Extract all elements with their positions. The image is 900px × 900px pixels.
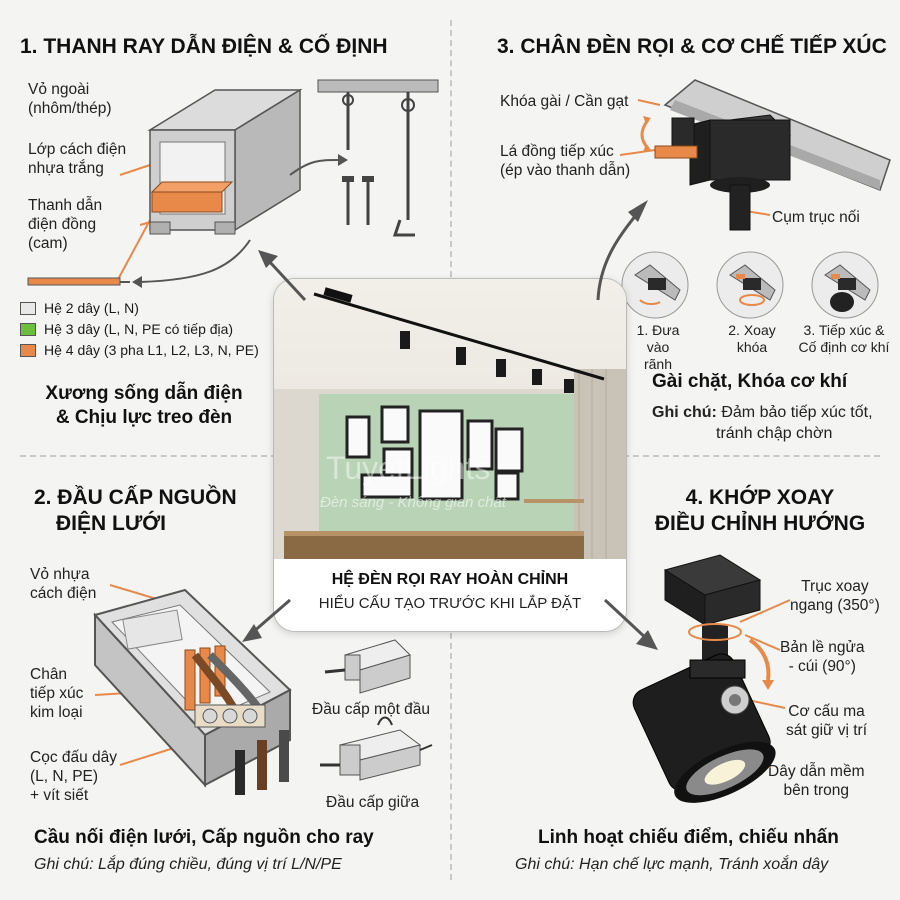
watermark-tagline: Đèn sáng - Không gian chất: [320, 494, 507, 511]
label-center-feed: Đầu cấp giữa: [326, 794, 420, 811]
adapter-illustration: [619, 79, 891, 231]
step-3-label: 3. Tiếp xúc &Cố định cơ khí: [798, 322, 890, 355]
legend-4-wire: Hệ 4 dây (3 pha L1, L2, L3, N, PE): [20, 342, 259, 358]
spotlight-joint-illustration: [632, 554, 791, 803]
watermark-logo: TuyetLights: [326, 450, 490, 486]
legend-2-wire: Hệ 2 dây (L, N): [20, 300, 139, 316]
center-caption-subtitle: HIỂU CẤU TẠO TRƯỚC KHI LẮP ĐẶT: [318, 595, 582, 612]
center-photo-card: TuyetLights Đèn sáng - Không gian chất H…: [273, 278, 627, 632]
section-1-summary: Xương sống dẫn điện& Chịu lực treo đèn: [45, 383, 243, 428]
ceiling-mount-hardware: [317, 79, 439, 237]
section-2-note: Ghi chú: Lắp đúng chiều, đúng vị trí L/N…: [34, 856, 342, 873]
legend-swatch: [20, 301, 36, 315]
legend-swatch: [20, 322, 36, 336]
step-2-circle: [716, 251, 784, 319]
track-spotlights: [400, 331, 574, 393]
section-2-title: 2. ĐẦU CẤP NGUỒN ĐIỆN LƯỚI: [34, 486, 237, 535]
label-copper-contact: Lá đồng tiếp xúc(ép vào thanh dẫn): [500, 143, 631, 179]
section-3-title: 3. CHÂN ĐÈN RỌI & CƠ CHẾ TIẾP XÚC: [497, 35, 887, 58]
center-caption-title: HỆ ĐÈN RỌI RAY HOÀN CHỈNH: [331, 571, 569, 588]
center-caption: HỆ ĐÈN RỌI RAY HOÀN CHỈNH HIỂU CẤU TẠO T…: [274, 559, 626, 631]
label-end-feed: Đầu cấp một đầu: [312, 701, 431, 718]
section-2-summary: Cầu nối điện lưới, Cấp nguồn cho ray: [34, 827, 374, 848]
section-4-summary: Linh hoạt chiếu điểm, chiếu nhấn: [538, 827, 839, 848]
rail-profile: [147, 88, 303, 235]
section-1-title: 1. THANH RAY DẪN ĐIỆN & CỐ ĐỊNH: [20, 35, 388, 58]
legend-swatch: [20, 343, 36, 357]
step-1-circle: [621, 251, 689, 319]
power-feed-illustration: [93, 584, 433, 795]
label-connector-axis: Cụm trục nối: [772, 209, 860, 226]
install-steps-illustration: [621, 251, 879, 319]
section-3-summary: Gài chặt, Khóa cơ khí: [652, 371, 848, 392]
step-3-circle: [811, 251, 879, 319]
wall-frames: [345, 405, 524, 501]
end-feed-connector: [324, 639, 411, 694]
center-feed-connector: [320, 716, 433, 781]
section-4-note: Ghi chú: Hạn chế lực mạnh, Tránh xoắn dâ…: [515, 856, 829, 873]
label-lock-lever: Khóa gài / Cần gạt: [500, 93, 629, 110]
label-outer-shell: Vỏ ngoài(nhôm/thép): [28, 81, 112, 117]
label-tilt-hinge: Bản lề ngửa- cúi (90°): [780, 639, 865, 675]
section-3-note: Ghi chú: Đảm bảo tiếp xúc tốt, tránh chậ…: [652, 404, 873, 442]
legend-3-wire: Hệ 3 dây (L, N, PE có tiếp địa): [20, 321, 233, 337]
room-photo-illustration: TuyetLights Đèn sáng - Không gian chất: [274, 279, 626, 559]
track-rail-illustration: [27, 79, 439, 288]
label-terminal-block: Cọc đấu dây(L, N, PE)+ vít siết: [30, 749, 118, 804]
